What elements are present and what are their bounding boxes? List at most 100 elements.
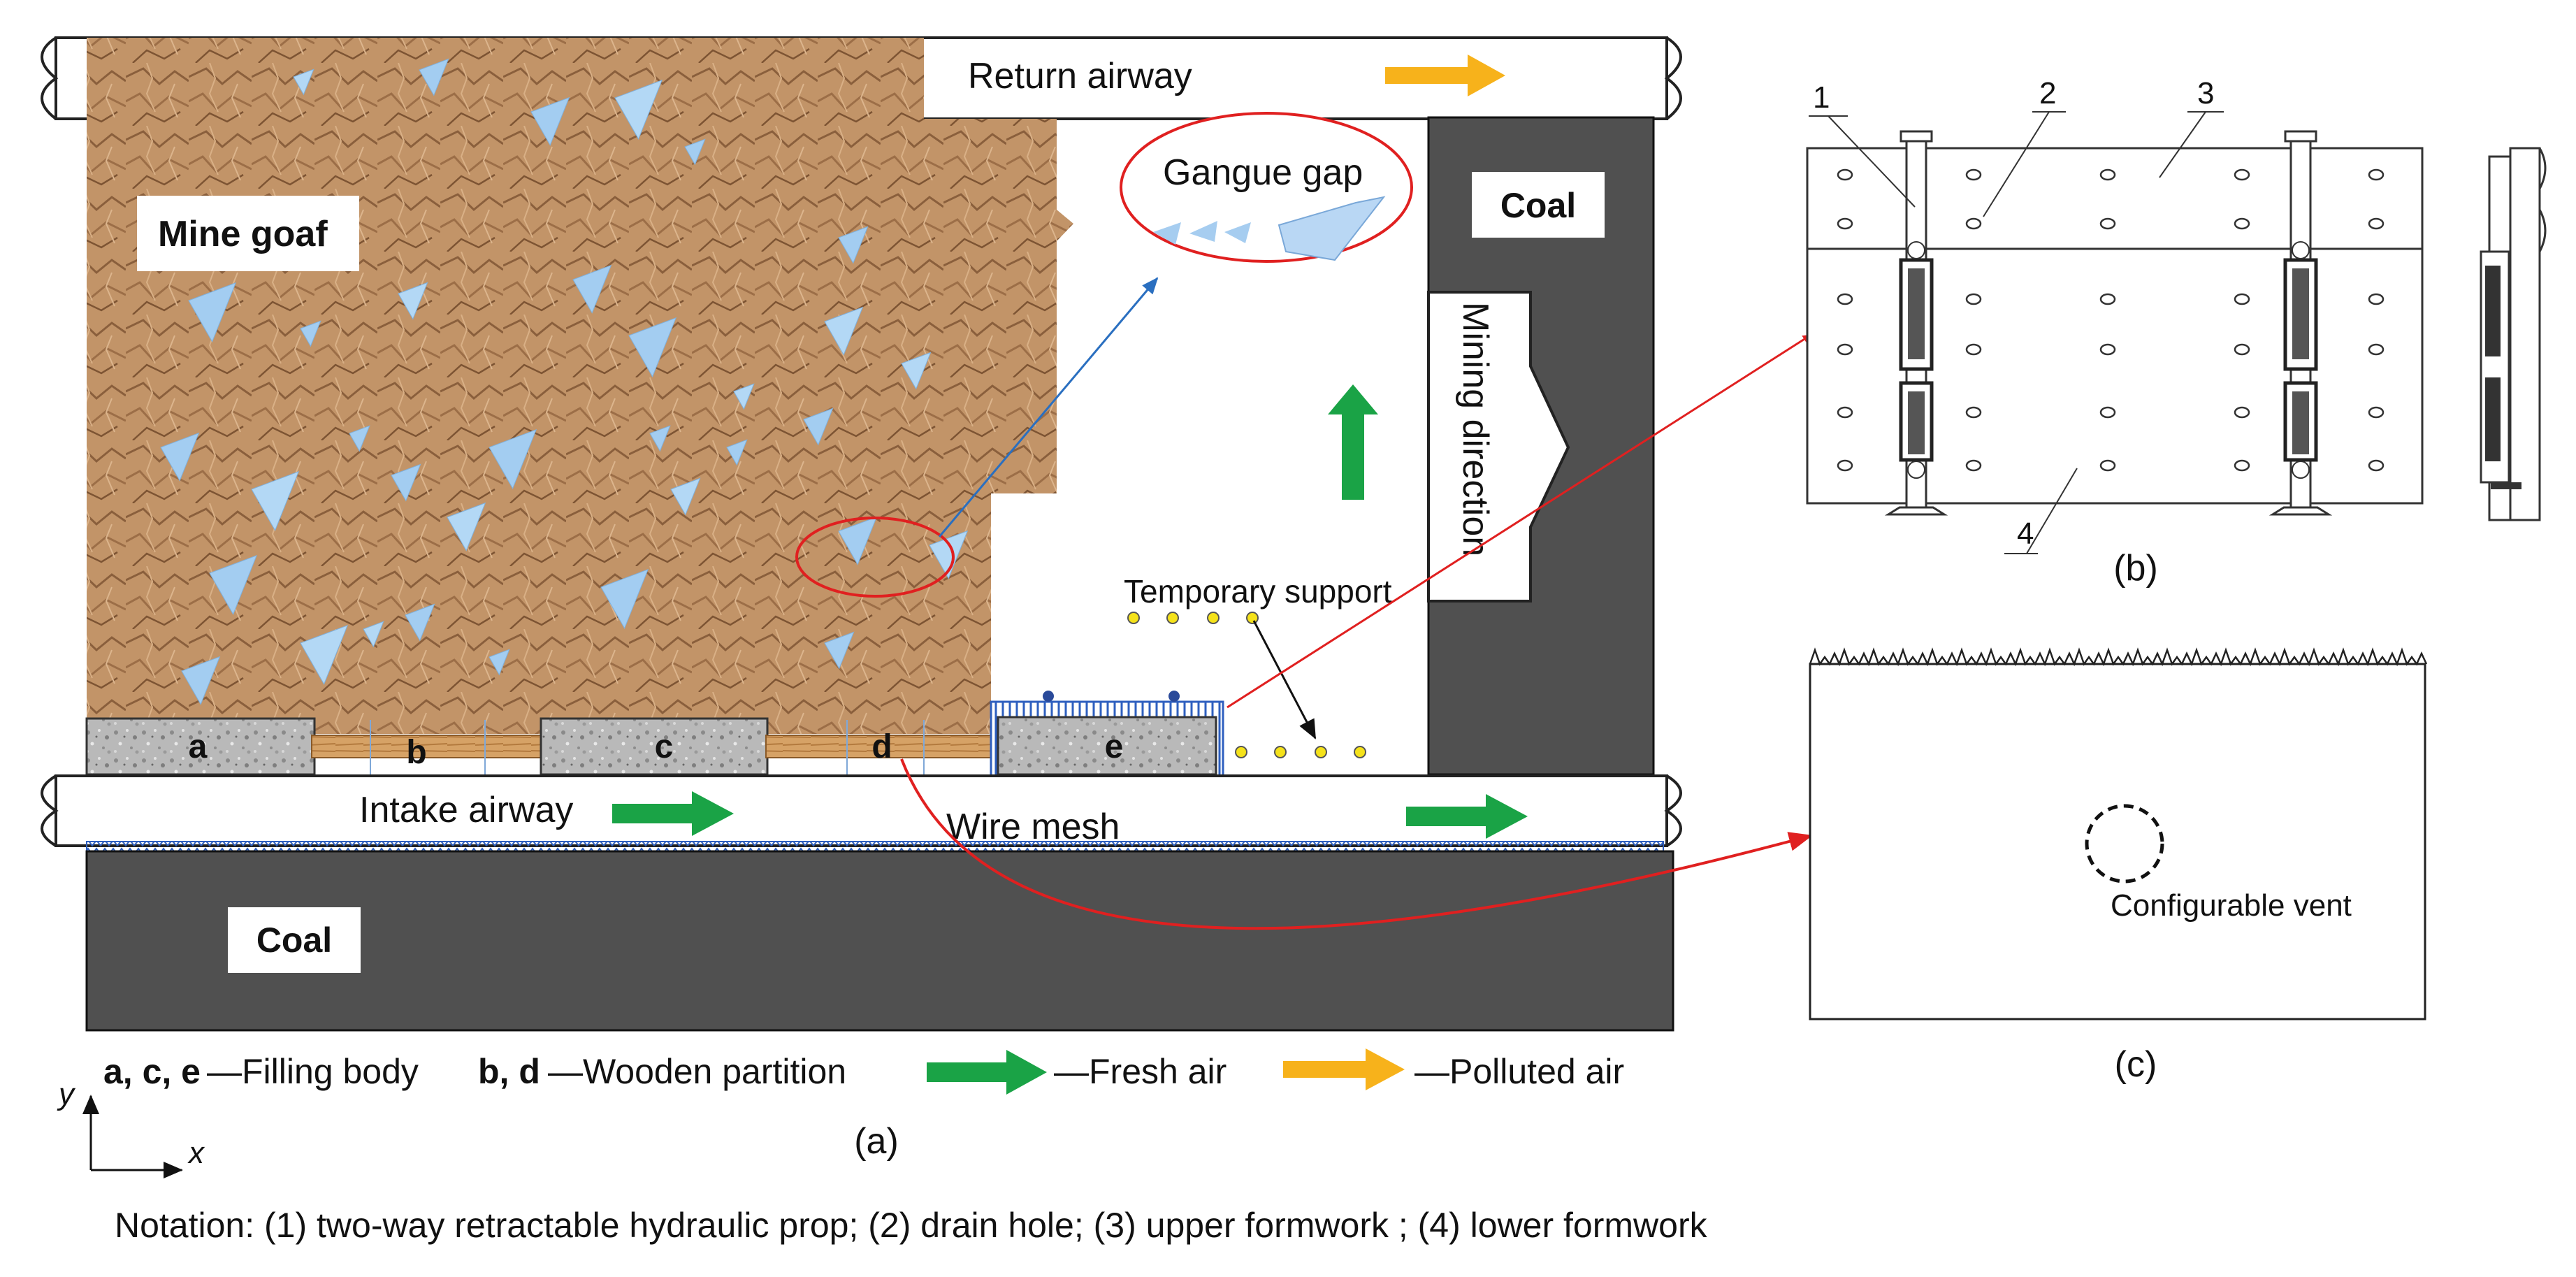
drain-hole	[1837, 406, 1853, 419]
drain-hole	[2234, 168, 2250, 181]
mine-goaf-label: Mine goaf	[158, 214, 328, 254]
intake-airway-label: Intake airway	[359, 790, 573, 830]
gangue-fragment	[824, 306, 864, 356]
support-dot	[1354, 746, 1366, 758]
legend: a, c, e —Filling body b, d —Wooden parti…	[103, 1048, 1624, 1095]
gangue-gap-highlight	[795, 517, 955, 598]
temporary-support-label: Temporary support	[1124, 573, 1392, 609]
configurable-vent-label: Configurable vent	[2111, 888, 2352, 923]
svg-text:e: e	[1105, 728, 1124, 765]
gangue-fragment	[733, 383, 755, 410]
gangue-fragment	[684, 138, 706, 166]
drain-hole	[1837, 459, 1853, 472]
legend-fresh-air-arrow	[927, 1050, 1047, 1095]
wooden-partition-b: b	[311, 720, 543, 774]
filling-body-a: a	[85, 717, 316, 776]
gangue-fragment	[293, 68, 314, 96]
support-dot	[1207, 612, 1220, 624]
drain-hole	[2368, 217, 2385, 230]
svg-text:3: 3	[2197, 76, 2214, 110]
gangue-gap-callout: Gangue gap	[1120, 112, 1413, 263]
legend-fresh-air-text: —Fresh air	[1054, 1052, 1227, 1091]
notation-caption: Notation: (1) two-way retractable hydrau…	[115, 1206, 1708, 1245]
gangue-fragment	[530, 96, 570, 146]
drain-hole	[1965, 459, 1982, 472]
support-dot	[1127, 612, 1140, 624]
configurable-vent-circle	[2085, 804, 2164, 883]
gangue-fragments	[160, 58, 969, 705]
drain-hole	[2099, 459, 2116, 472]
drain-hole	[2234, 406, 2250, 419]
panel-b-caption: (b)	[2113, 548, 2158, 589]
coal-right-label: Coal	[1500, 186, 1576, 225]
hydraulic-prop	[2269, 130, 2333, 516]
drain-hole	[2368, 406, 2385, 419]
drain-hole	[2368, 168, 2385, 181]
polluted-air-arrow	[1385, 55, 1505, 96]
intake-airway: Intake airway Wire mesh	[41, 774, 1682, 847]
legend-wooden-letters: b, d	[478, 1052, 540, 1091]
drain-hole	[1837, 343, 1853, 356]
gangue-fragment	[160, 432, 200, 482]
gangue-fragment	[489, 428, 537, 489]
legend-polluted-air-text: —Polluted air	[1414, 1052, 1624, 1091]
drain-hole	[2368, 343, 2385, 356]
legend-polluted-air-arrow	[1283, 1048, 1405, 1090]
fresh-air-arrow-intake-left	[612, 791, 734, 836]
gangue-fragment	[838, 226, 869, 264]
mine-goaf-label-box: Mine goaf	[137, 196, 359, 271]
panel-a-caption: (a)	[854, 1121, 899, 1162]
gangue-fragment	[188, 282, 237, 342]
hydraulic-props	[1884, 130, 2333, 516]
drain-hole	[2234, 459, 2250, 472]
drain-hole	[1965, 406, 1982, 419]
mining-direction-arrow: Mining direction	[1427, 291, 1570, 603]
drain-hole	[2099, 343, 2116, 356]
temporary-support-pointer	[1252, 620, 1317, 739]
svg-text:d: d	[871, 728, 892, 765]
panel-c-caption: (c)	[2115, 1044, 2157, 1085]
drain-hole	[2234, 343, 2250, 356]
gangue-fragment	[391, 463, 421, 502]
gangue-gap-pointer	[938, 277, 1159, 538]
mining-direction-label: Mining direction	[1455, 302, 1496, 556]
legend-wooden-text: —Wooden partition	[548, 1052, 846, 1091]
support-dot	[1246, 612, 1259, 624]
gangue-fragment	[726, 439, 748, 466]
gangue-fragment	[600, 568, 649, 629]
gangue-fragment	[803, 407, 834, 446]
drain-hole	[1965, 343, 1982, 356]
gangue-fragment	[614, 79, 663, 140]
mine-goaf-area	[87, 38, 1073, 734]
formwork-top-teeth	[1809, 647, 2428, 667]
gangue-fragment	[300, 320, 321, 347]
drain-hole	[1965, 217, 1982, 230]
drain-hole	[2099, 217, 2116, 230]
drain-hole	[2099, 293, 2116, 305]
drain-hole	[1965, 168, 1982, 181]
svg-text:b: b	[406, 734, 426, 771]
formwork-diagram: 1 2 3 4	[1806, 76, 2547, 554]
return-airway-label: Return airway	[968, 56, 1192, 96]
axis-y-label: y	[57, 1077, 76, 1111]
gangue-fragment	[929, 530, 969, 579]
drain-hole	[2368, 293, 2385, 305]
gangue-fragment	[300, 624, 349, 685]
drain-hole	[1965, 293, 1982, 305]
legend-filling-letters: a, c, e	[103, 1052, 201, 1091]
drain-holes	[1837, 168, 2385, 472]
svg-text:a: a	[189, 728, 208, 765]
formwork-callouts: 1 2 3 4	[1809, 76, 2224, 554]
wooden-partition-d: d	[765, 720, 994, 774]
gangue-fragment	[181, 656, 221, 705]
axis-x-label: x	[187, 1136, 205, 1170]
temporary-support-dots-bottom	[1235, 746, 1366, 758]
gangue-fragment	[649, 425, 671, 452]
drain-hole	[1837, 293, 1853, 305]
drain-hole	[1837, 168, 1853, 181]
support-dot	[1315, 746, 1327, 758]
svg-text:c: c	[655, 728, 674, 765]
wire-mesh-strip	[86, 841, 1664, 852]
